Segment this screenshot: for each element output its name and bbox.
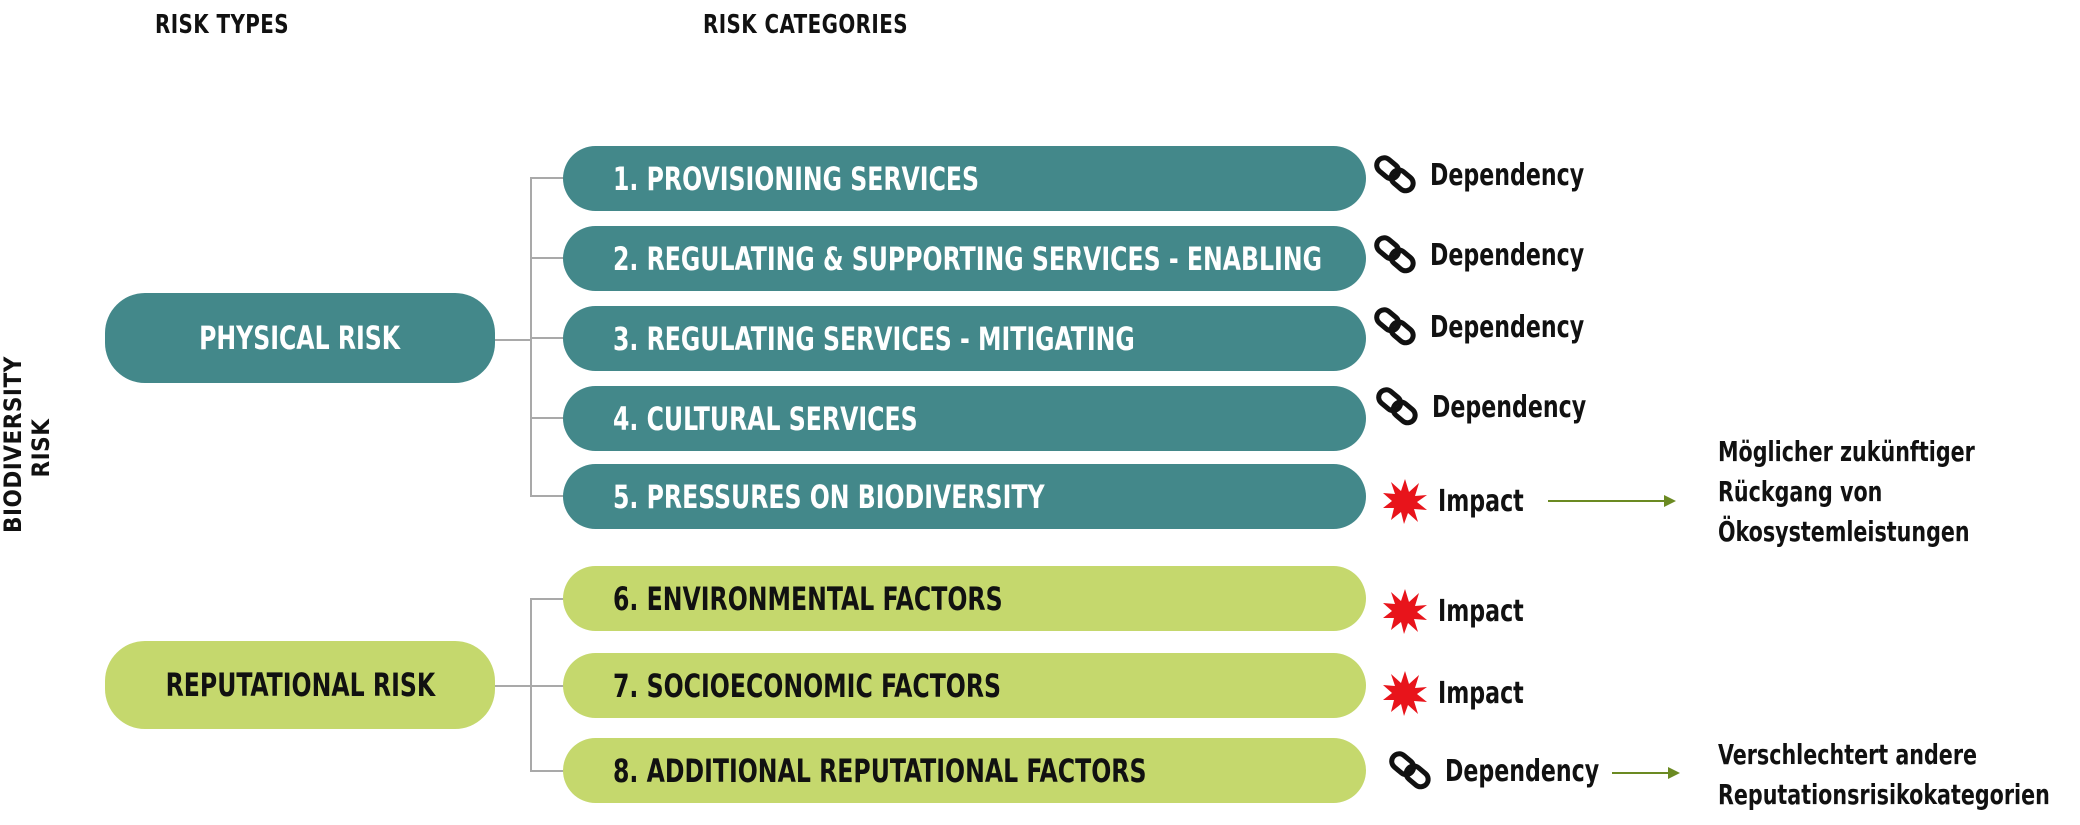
chain-link-icon bbox=[1376, 387, 1418, 426]
connector-cat5 bbox=[530, 495, 570, 497]
risk-types-header: RISK TYPES bbox=[155, 10, 290, 40]
tag-7: Impact bbox=[1382, 670, 1543, 716]
chain-link-icon bbox=[1374, 155, 1416, 194]
risk-categories-header: RISK CATEGORIES bbox=[703, 10, 908, 40]
connector-cat4 bbox=[530, 417, 570, 419]
impact-note-line-2: Rückgang von bbox=[1718, 475, 1883, 508]
category-label-4: 4. CULTURAL SERVICES bbox=[613, 399, 918, 438]
connector-cat1 bbox=[530, 177, 570, 179]
biodiversity-risk-title: BIODIVERSITY RISK bbox=[0, 356, 55, 533]
category-pill-7: 7. SOCIOECONOMIC FACTORS bbox=[563, 653, 1366, 718]
tag-3: Dependency bbox=[1370, 304, 1618, 350]
red-starburst-icon bbox=[1383, 589, 1427, 634]
connector-cat3 bbox=[530, 337, 570, 339]
tag-label-2: Dependency bbox=[1430, 237, 1585, 273]
arrow-impact-note bbox=[1548, 495, 1676, 507]
connector-physical-horizontal bbox=[495, 339, 531, 341]
category-pill-2: 2. REGULATING & SUPPORTING SERVICES - EN… bbox=[563, 226, 1366, 291]
dependency-note: Verschlechtert andere Reputationsrisikok… bbox=[1718, 735, 2050, 815]
category-label-2: 2. REGULATING & SUPPORTING SERVICES - EN… bbox=[613, 239, 1322, 278]
tag-4: Dependency bbox=[1372, 384, 1620, 430]
chain-link-icon bbox=[1389, 751, 1431, 790]
category-pill-5: 5. PRESSURES ON BIODIVERSITY bbox=[563, 464, 1366, 529]
chain-link-icon bbox=[1374, 235, 1416, 274]
tag-label-3: Dependency bbox=[1430, 309, 1585, 345]
red-starburst-icon bbox=[1383, 671, 1427, 716]
category-label-3: 3. REGULATING SERVICES - MITIGATING bbox=[613, 319, 1135, 358]
tag-5: Impact bbox=[1382, 478, 1543, 524]
dependency-note-line-1: Verschlechtert andere bbox=[1718, 738, 1978, 771]
impact-note-line-1: Möglicher zukünftiger bbox=[1718, 435, 1975, 468]
tag-1: Dependency bbox=[1370, 152, 1618, 198]
category-label-8: 8. ADDITIONAL REPUTATIONAL FACTORS bbox=[613, 751, 1147, 790]
tag-label-6: Impact bbox=[1438, 593, 1524, 629]
tag-label-1: Dependency bbox=[1430, 157, 1585, 193]
connector-cat2 bbox=[530, 257, 570, 259]
category-label-5: 5. PRESSURES ON BIODIVERSITY bbox=[613, 477, 1045, 516]
tag-label-8: Dependency bbox=[1445, 753, 1600, 789]
reputational-risk-label: REPUTATIONAL RISK bbox=[165, 666, 435, 704]
impact-note-line-3: Ökosystemleistungen bbox=[1718, 515, 1970, 548]
category-pill-8: 8. ADDITIONAL REPUTATIONAL FACTORS bbox=[563, 738, 1366, 803]
tag-label-7: Impact bbox=[1438, 675, 1524, 711]
connector-reputational-horizontal bbox=[495, 685, 531, 687]
connector-cat7 bbox=[530, 685, 570, 687]
category-pill-6: 6. ENVIRONMENTAL FACTORS bbox=[563, 566, 1366, 631]
tag-6: Impact bbox=[1382, 588, 1543, 634]
category-pill-4: 4. CULTURAL SERVICES bbox=[563, 386, 1366, 451]
category-pill-3: 3. REGULATING SERVICES - MITIGATING bbox=[563, 306, 1366, 371]
tag-8: Dependency bbox=[1385, 748, 1633, 794]
impact-note: Möglicher zukünftiger Rückgang von Ökosy… bbox=[1718, 432, 1975, 552]
category-label-6: 6. ENVIRONMENTAL FACTORS bbox=[613, 579, 1003, 618]
physical-risk-label: PHYSICAL RISK bbox=[199, 319, 401, 357]
physical-risk-pill: PHYSICAL RISK bbox=[105, 293, 495, 383]
dependency-note-line-2: Reputationsrisikokategorien bbox=[1718, 778, 2050, 811]
category-label-7: 7. SOCIOECONOMIC FACTORS bbox=[613, 666, 1002, 705]
category-label-1: 1. PROVISIONING SERVICES bbox=[613, 159, 980, 198]
tag-label-4: Dependency bbox=[1432, 389, 1587, 425]
chain-link-icon bbox=[1374, 307, 1416, 346]
tag-2: Dependency bbox=[1370, 232, 1618, 278]
reputational-risk-pill: REPUTATIONAL RISK bbox=[105, 641, 495, 729]
connector-cat8 bbox=[530, 770, 570, 772]
connector-cat6 bbox=[530, 598, 570, 600]
connector-reputational-vertical bbox=[530, 598, 532, 770]
tag-label-5: Impact bbox=[1438, 483, 1524, 519]
arrow-dependency-note bbox=[1612, 767, 1680, 779]
category-pill-1: 1. PROVISIONING SERVICES bbox=[563, 146, 1366, 211]
red-starburst-icon bbox=[1383, 479, 1427, 524]
